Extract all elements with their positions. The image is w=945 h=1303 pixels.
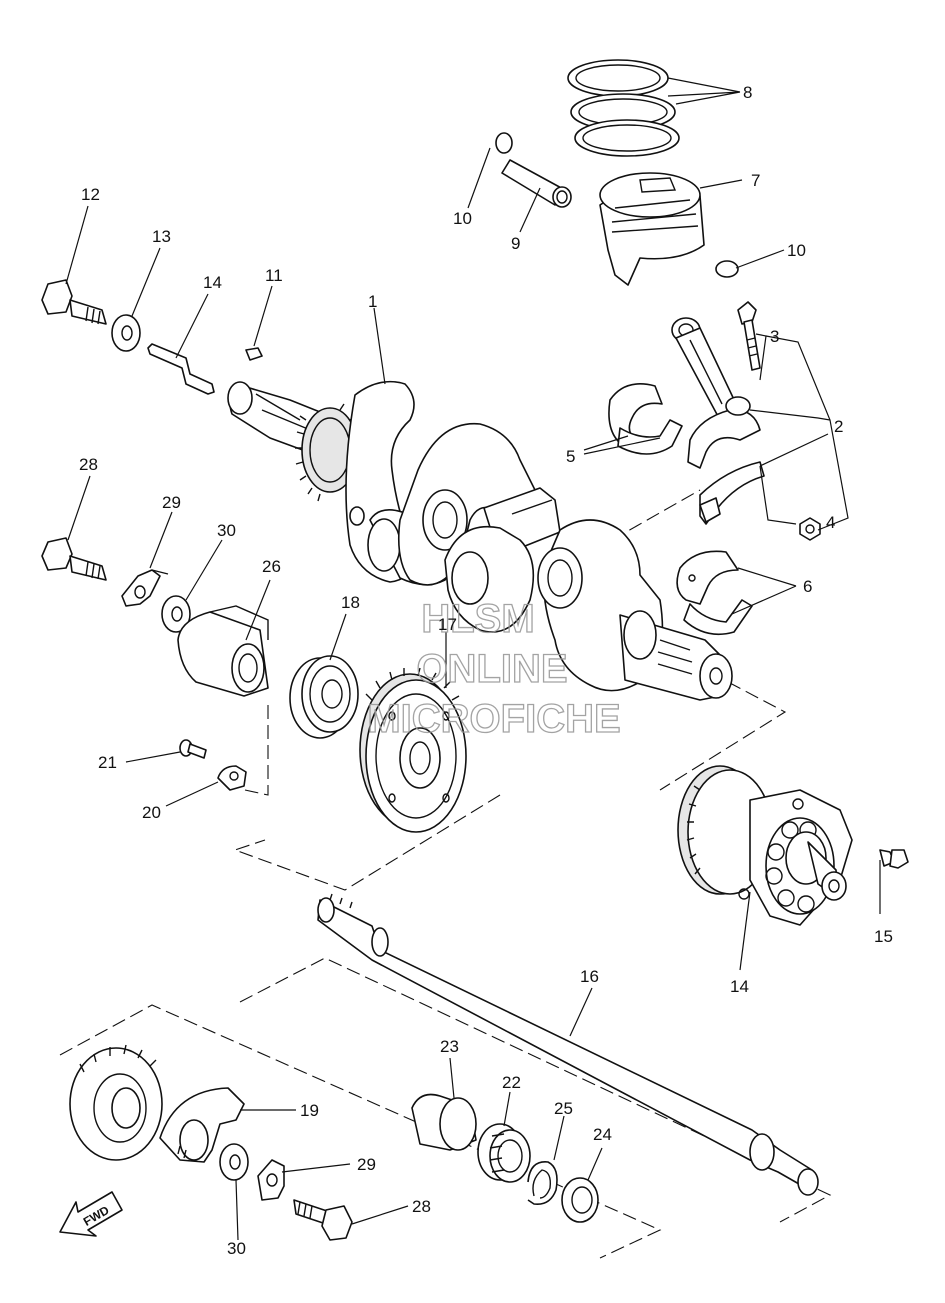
- callout-number: 22: [502, 1073, 521, 1092]
- callout-number: 18: [341, 593, 360, 612]
- plate: [147, 343, 215, 395]
- callout-number: 29: [357, 1155, 376, 1174]
- primary-drive-gear: [177, 605, 269, 697]
- callout-number: 4: [826, 513, 835, 532]
- callout-number: 25: [554, 1099, 573, 1118]
- washer: [219, 1143, 249, 1181]
- callout-number: 29: [162, 493, 181, 512]
- bolt: [879, 849, 909, 869]
- connecting-rod: [671, 317, 765, 525]
- callout-number: 2: [834, 417, 843, 436]
- forward-direction-arrow: FWD: [59, 1191, 123, 1237]
- balancer-driven-gear: [69, 1044, 163, 1161]
- washer: [161, 595, 191, 633]
- lock-washer: [257, 1159, 285, 1201]
- callout-number: 19: [300, 1101, 319, 1120]
- piston-rings: [567, 59, 680, 157]
- piston-pin: [501, 159, 572, 208]
- callout-leader-lines: [65, 77, 881, 1241]
- callout-number: 30: [227, 1239, 246, 1258]
- callout-number: 16: [580, 967, 599, 986]
- circlip: [527, 1161, 558, 1206]
- balancer-shaft: [317, 893, 819, 1196]
- callout-number: 13: [152, 227, 171, 246]
- lock-plate: [217, 765, 247, 791]
- big-end-bearing: [608, 383, 683, 455]
- callout-number: 3: [770, 327, 779, 346]
- callout-number: 30: [217, 521, 236, 540]
- callout-number: 14: [730, 977, 749, 996]
- callout-number: 28: [412, 1197, 431, 1216]
- callout-number: 1: [368, 292, 377, 311]
- bolt: [41, 537, 107, 581]
- washer: [111, 314, 141, 352]
- callout-number: 6: [803, 577, 812, 596]
- callout-number: 21: [98, 753, 117, 772]
- callout-number: 9: [511, 234, 520, 253]
- bearing: [289, 655, 359, 739]
- callout-number: 10: [453, 209, 472, 228]
- bolt: [41, 279, 107, 325]
- assembly-guide-lines: [59, 489, 832, 1259]
- needle-bearing: [477, 1123, 531, 1183]
- balancer-weight-assembly: [677, 765, 853, 926]
- callout-number: 17: [438, 615, 457, 634]
- callout-number: 26: [262, 557, 281, 576]
- watermark: HLSM ONLINE MICROFICHE: [367, 596, 622, 741]
- watermark-line-3: MICROFICHE: [367, 697, 620, 741]
- woodruff-key: [245, 347, 263, 361]
- connecting-rod-nut: [799, 517, 821, 541]
- callout-number: 15: [874, 927, 893, 946]
- piston-pin-clip: [495, 132, 739, 278]
- callout-number: 11: [265, 266, 283, 285]
- collar: [411, 1093, 477, 1151]
- callout-number: 7: [751, 171, 760, 190]
- piston: [599, 172, 705, 286]
- balancer-gear: [359, 667, 467, 833]
- balancer-weight: [159, 1087, 245, 1163]
- callout-number: 20: [142, 803, 161, 822]
- callout-numbers: 8 7 10 9 10 12 13 14 11 1 3 2 4 5 6 28 2…: [79, 83, 893, 1258]
- callout-number: 23: [440, 1037, 459, 1056]
- callout-number: 28: [79, 455, 98, 474]
- collar: [561, 1177, 599, 1223]
- watermark-line-2: ONLINE: [416, 647, 567, 691]
- watermark-line-1: HLSM: [421, 597, 534, 641]
- callout-number: 8: [743, 83, 752, 102]
- connecting-rod-bolt: [737, 301, 761, 371]
- callout-number: 10: [787, 241, 806, 260]
- callout-number: 12: [81, 185, 100, 204]
- callout-number: 14: [203, 273, 222, 292]
- lock-washer: [121, 569, 169, 607]
- crankshaft: [227, 380, 733, 701]
- main-bearing: [676, 550, 753, 636]
- callout-number: 5: [566, 447, 575, 466]
- callout-number: 24: [593, 1125, 612, 1144]
- bolt: [293, 1199, 353, 1241]
- screw: [179, 739, 207, 759]
